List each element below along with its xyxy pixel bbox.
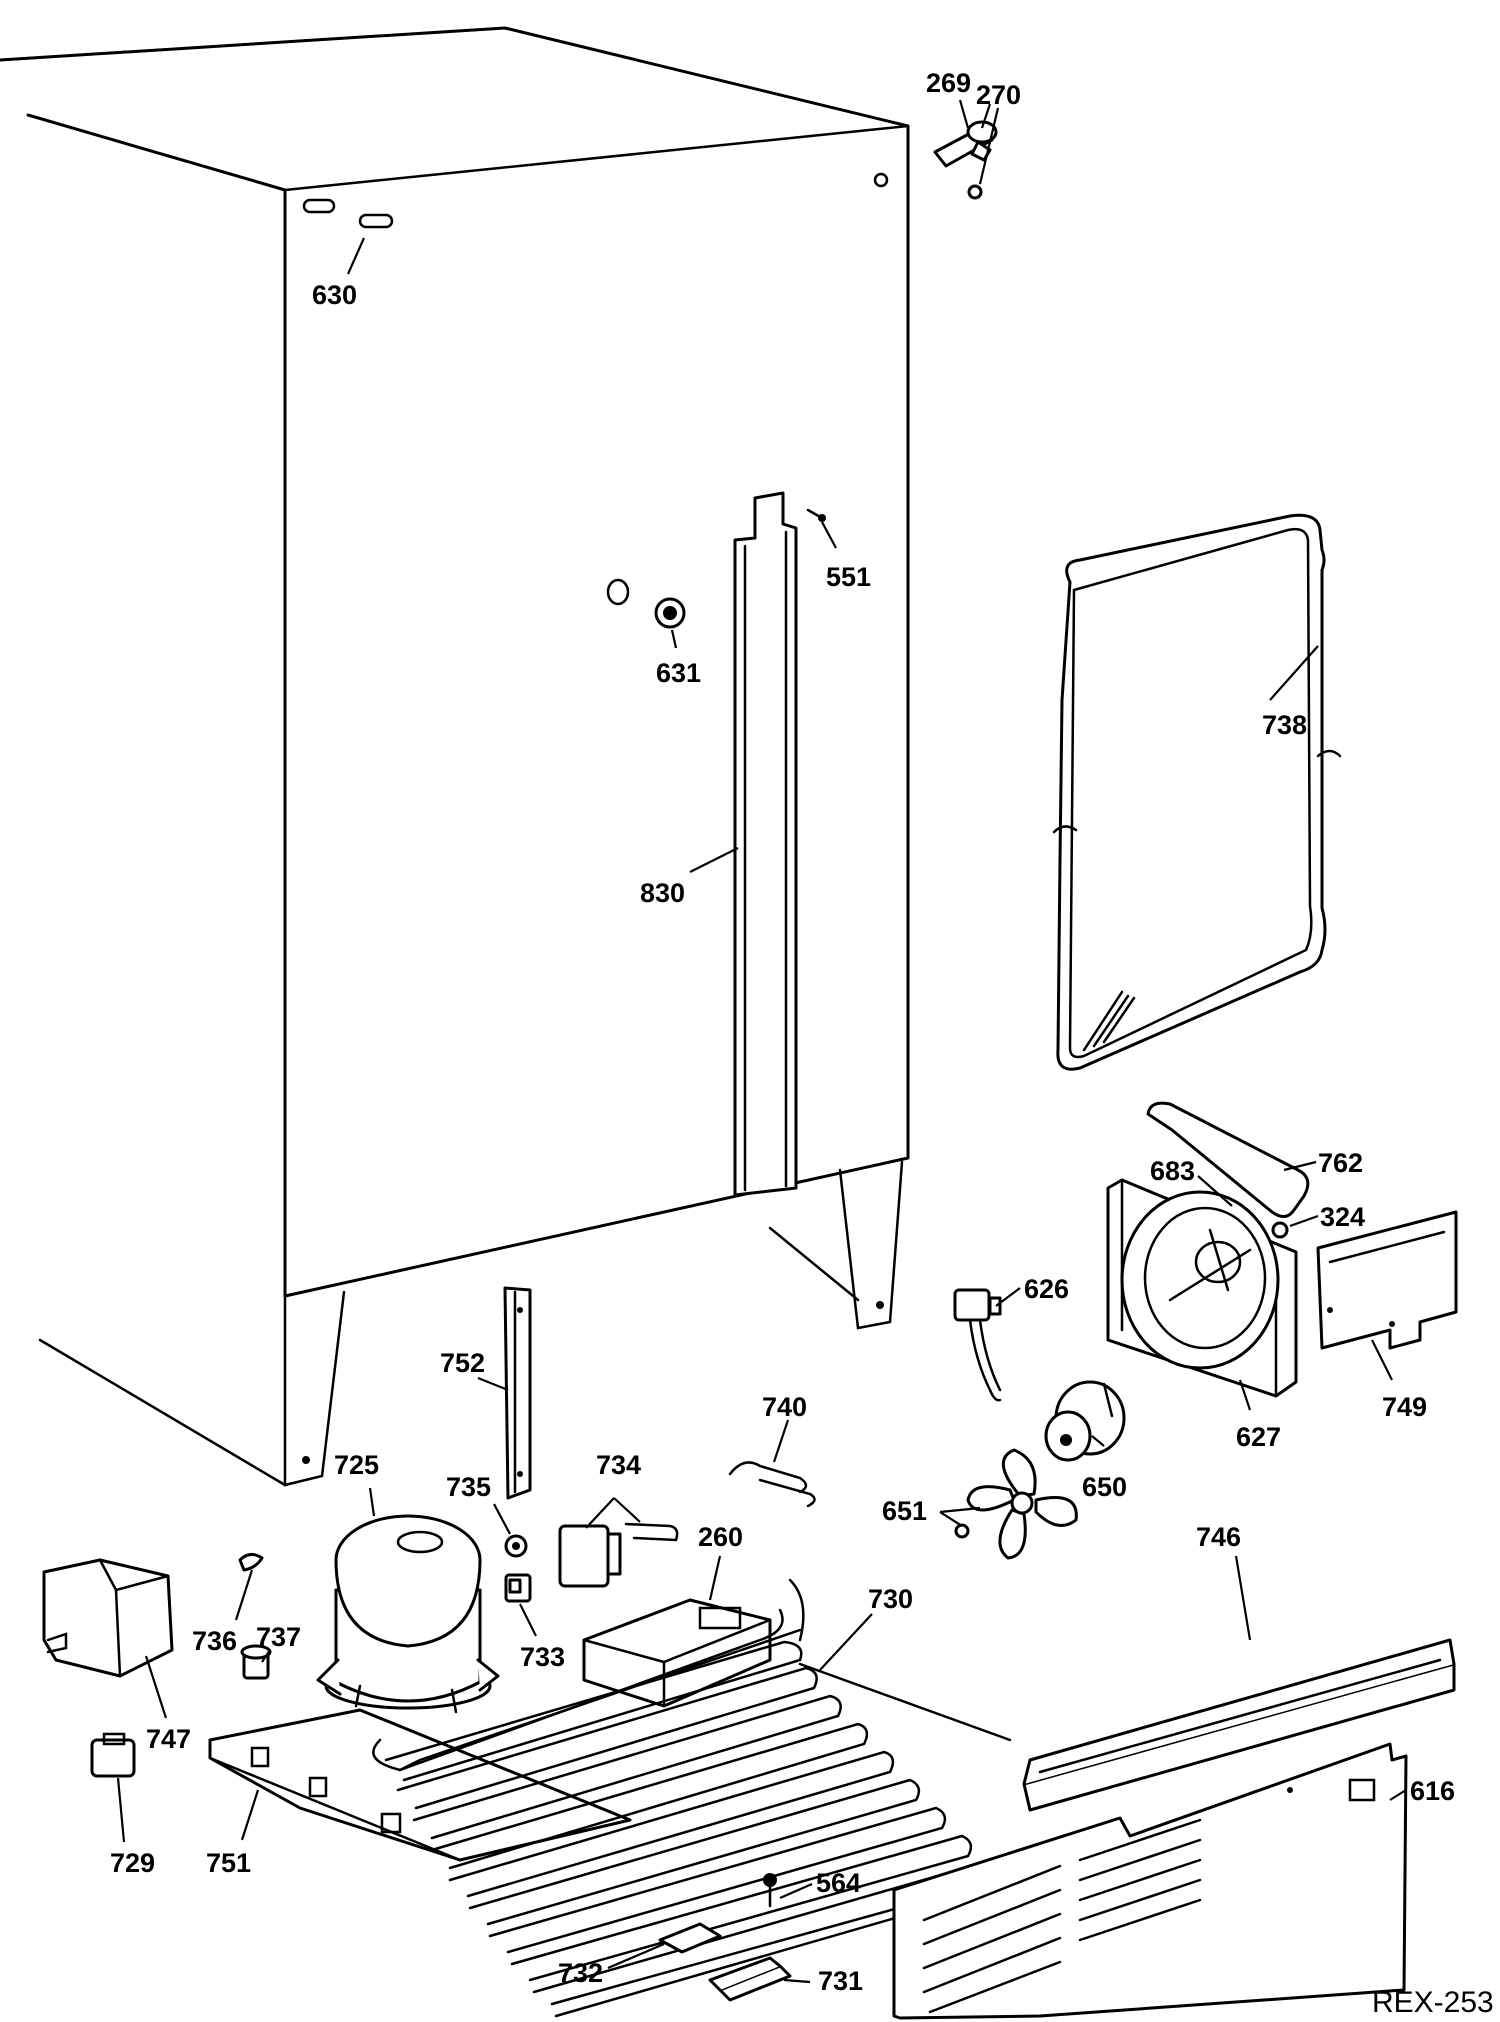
label-260: 260 [698,1522,743,1552]
fan-shroud-part [1106,1178,1298,1398]
label-746: 746 [1196,1522,1241,1552]
cabinet [0,26,910,1487]
label-751: 751 [206,1848,251,1878]
hinge-pin-part [933,120,998,200]
pad-and-clip-parts [658,1922,792,2002]
label-627: 627 [1236,1422,1281,1452]
part-labels: 269 270 630 551 631 738 830 762 683 324 … [110,68,1494,2019]
label-683: 683 [1150,1156,1195,1186]
label-551: 551 [826,562,871,592]
label-752: 752 [440,1348,485,1378]
label-734: 734 [596,1450,641,1480]
center-strip-part [733,491,798,1197]
grille-panel-part [892,1742,1408,2020]
label-650: 650 [1082,1472,1127,1502]
overload-relay-part [90,1732,136,1778]
label-735: 735 [446,1472,491,1502]
relay-part [558,1522,679,1588]
label-270: 270 [976,80,1021,110]
label-737: 737 [256,1622,301,1652]
label-729: 729 [110,1848,155,1878]
label-747: 747 [146,1724,191,1754]
label-732: 732 [558,1958,603,1988]
bracket-part [503,1286,532,1500]
reference-code: REX-253 [1372,1986,1494,2019]
fan-blade-part [954,1448,1078,1560]
label-830: 830 [640,878,685,908]
compressor-part [316,1514,500,1714]
label-630: 630 [312,280,357,310]
label-725: 725 [334,1450,379,1480]
spring-clip-part [728,1461,816,1508]
motor-part [1044,1380,1126,1462]
label-731: 731 [818,1966,863,1996]
small-parts-736-737 [238,1553,272,1680]
label-738: 738 [1262,710,1307,740]
label-269: 269 [926,68,971,98]
duct-seal-part [1146,1101,1310,1218]
terminal-cover-part [42,1558,174,1678]
label-631: 631 [656,658,701,688]
label-730: 730 [868,1584,913,1614]
switch-part [953,1288,1002,1402]
label-762: 762 [1318,1148,1363,1178]
label-626: 626 [1024,1274,1069,1304]
label-324: 324 [1320,1202,1365,1232]
label-616: 616 [1410,1776,1455,1806]
label-736: 736 [192,1626,237,1656]
label-733: 733 [520,1642,565,1672]
grommet-part [654,597,686,629]
door-gasket-part [1052,513,1342,1071]
label-564: 564 [816,1868,861,1898]
label-651: 651 [882,1496,927,1526]
leader-lines [116,99,1407,1984]
small-parts-735-733 [504,1534,532,1603]
label-749: 749 [1382,1392,1427,1422]
drain-pan-part [582,1598,772,1708]
screw-564-part [763,1873,777,1908]
base-tray-part [208,1708,632,1862]
cover-plate-part [1316,1210,1458,1350]
label-740: 740 [762,1392,807,1422]
screw-part [806,508,826,522]
rail-part [1022,1638,1456,1812]
